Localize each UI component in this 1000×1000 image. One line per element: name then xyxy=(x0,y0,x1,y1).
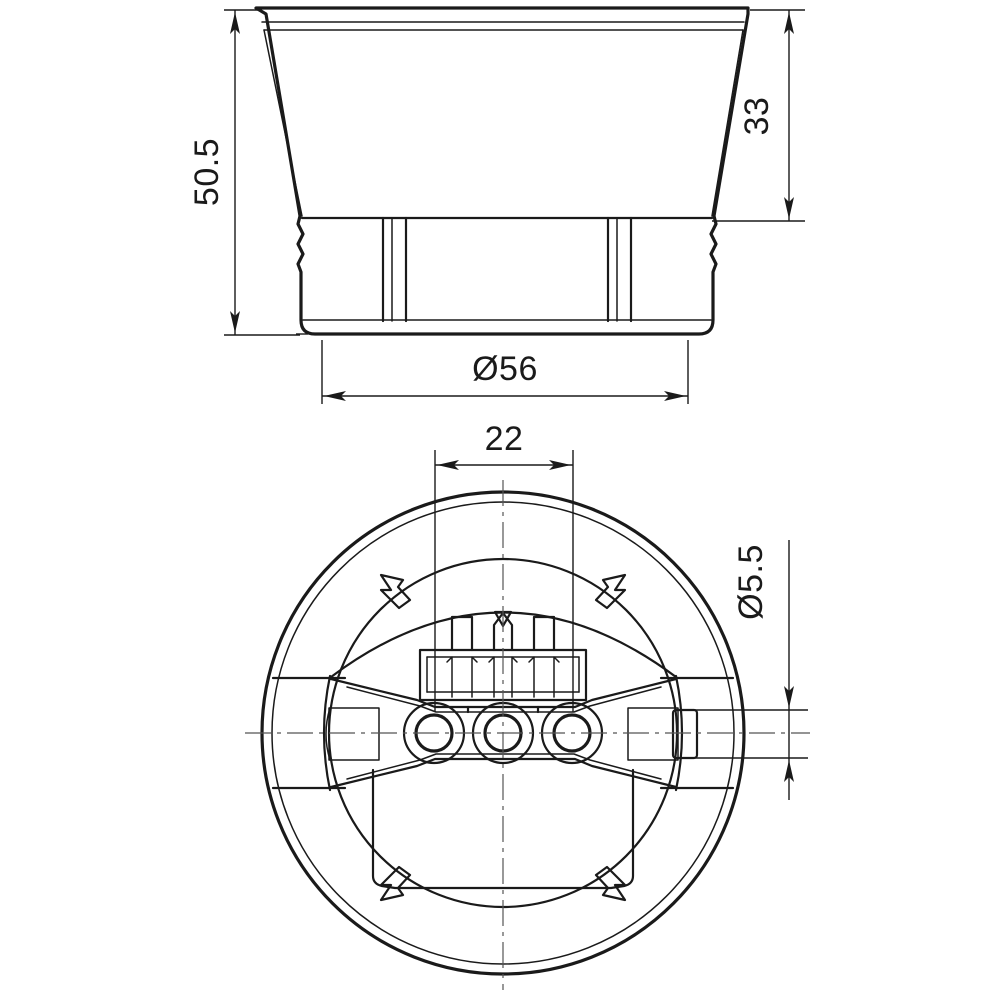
plan-lower-chamber xyxy=(371,768,635,890)
plan-left-slot xyxy=(328,707,380,761)
dimension-hole-diameter-label: Ø5.5 xyxy=(732,544,770,620)
body-outer-silhouette xyxy=(254,6,750,336)
terminal-finger-shoulder-rightb xyxy=(553,656,560,698)
dimension-terminal-width: 22 xyxy=(434,420,574,712)
dimension-cone-height: 33 xyxy=(712,9,805,222)
plan-spine-upper-inner xyxy=(346,686,662,713)
clip-hook-bottom-left xyxy=(379,865,412,902)
plan-right-slot xyxy=(627,707,679,761)
dimension-overall-height-label: 50.5 xyxy=(188,138,226,206)
dimension-hole-diameter: Ø5.5 xyxy=(690,540,808,800)
arrow-22-right xyxy=(549,460,571,470)
terminal-finger-3 xyxy=(532,615,556,652)
side-elevation-view: 50.5 33 Ø56 xyxy=(188,6,805,404)
clip-hook-top-right xyxy=(594,573,627,610)
arrow-dia56-left xyxy=(324,391,346,401)
plan-left-slot-curve xyxy=(325,707,331,761)
clip-hook-top-left xyxy=(379,573,412,610)
plan-right-keyhole xyxy=(671,708,699,760)
plan-left-arc-segment xyxy=(322,674,332,792)
arrow-d55-bottom xyxy=(784,760,794,782)
plan-spine-upper xyxy=(329,677,678,709)
terminal-finger-shoulder-left xyxy=(446,656,453,698)
bottom-plan-view: 22 Ø5.5 xyxy=(245,420,810,990)
terminal-block-outer xyxy=(418,648,588,702)
arrow-height-top xyxy=(230,12,240,34)
dimension-terminal-width-label: 22 xyxy=(485,420,524,458)
dimension-cone-height-label: 33 xyxy=(738,97,776,136)
terminal-finger-shoulder-mid xyxy=(488,656,495,698)
plan-spine-lower-inner xyxy=(346,753,662,780)
cone-right-inner-edge xyxy=(711,29,744,217)
terminal-finger-shoulder-right xyxy=(528,656,535,698)
plan-spine-lower xyxy=(329,757,678,789)
clip-hook-bottom-right xyxy=(594,865,627,902)
arrow-height-bottom xyxy=(230,311,240,333)
terminal-finger-shoulder-midb xyxy=(511,656,518,698)
arrow-d55-top xyxy=(784,686,794,708)
arrow-cone-bottom xyxy=(784,197,794,219)
arrow-dia56-right xyxy=(664,391,686,401)
terminal-finger-shoulder-leftb xyxy=(471,656,478,698)
plan-retaining-clips xyxy=(379,573,627,902)
dimension-base-diameter: Ø56 xyxy=(321,340,689,404)
terminal-finger-1 xyxy=(450,615,474,652)
cone-left-inner-edge xyxy=(263,29,303,217)
arrow-22-left xyxy=(437,460,459,470)
dimension-base-diameter-label: Ø56 xyxy=(472,350,538,388)
dimension-overall-height: 50.5 xyxy=(188,9,300,336)
arrow-cone-top xyxy=(784,12,794,34)
